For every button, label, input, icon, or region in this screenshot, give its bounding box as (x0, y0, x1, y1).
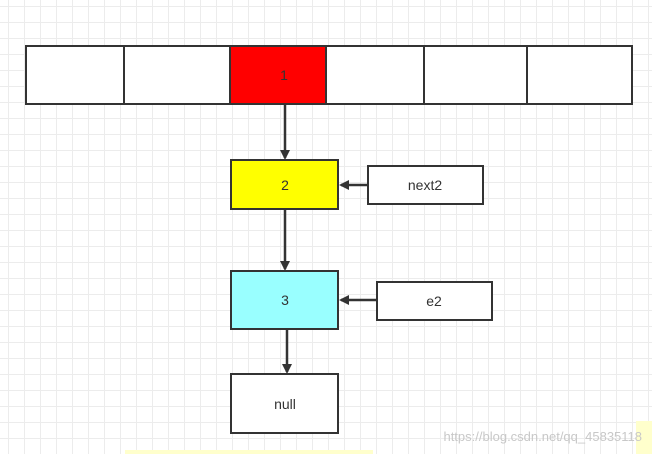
node-3: 3 (230, 270, 339, 330)
edge-highlight (125, 450, 373, 454)
pointer-e2-box (376, 281, 493, 321)
array-cell-label: 1 (280, 67, 288, 83)
edge-highlight (636, 421, 652, 454)
pointer-next2: next2 (367, 165, 484, 205)
node-2-label: 2 (281, 177, 289, 193)
bucket-array: 1 (25, 45, 633, 105)
array-cell-4 (423, 45, 528, 105)
pointer-next2-label: next2 (408, 177, 442, 193)
array-cell-5 (526, 45, 633, 105)
null-node-box (230, 373, 339, 434)
array-cell-0 (25, 45, 125, 105)
pointer-e2-label: e2 (426, 293, 442, 309)
array-cell-3 (325, 45, 425, 105)
null-node-label: null (274, 396, 296, 412)
array-cell-1 (123, 45, 231, 105)
pointer-e2: e2 (376, 281, 493, 321)
watermark: https://blog.csdn.net/qq_45835118 (443, 429, 642, 444)
array-cell-2 (229, 45, 327, 105)
node-2-box (230, 159, 339, 210)
node-2: 2 (230, 159, 339, 210)
node-3-label: 3 (281, 292, 289, 308)
node-3-box (230, 270, 339, 330)
null-node: null (230, 373, 339, 434)
